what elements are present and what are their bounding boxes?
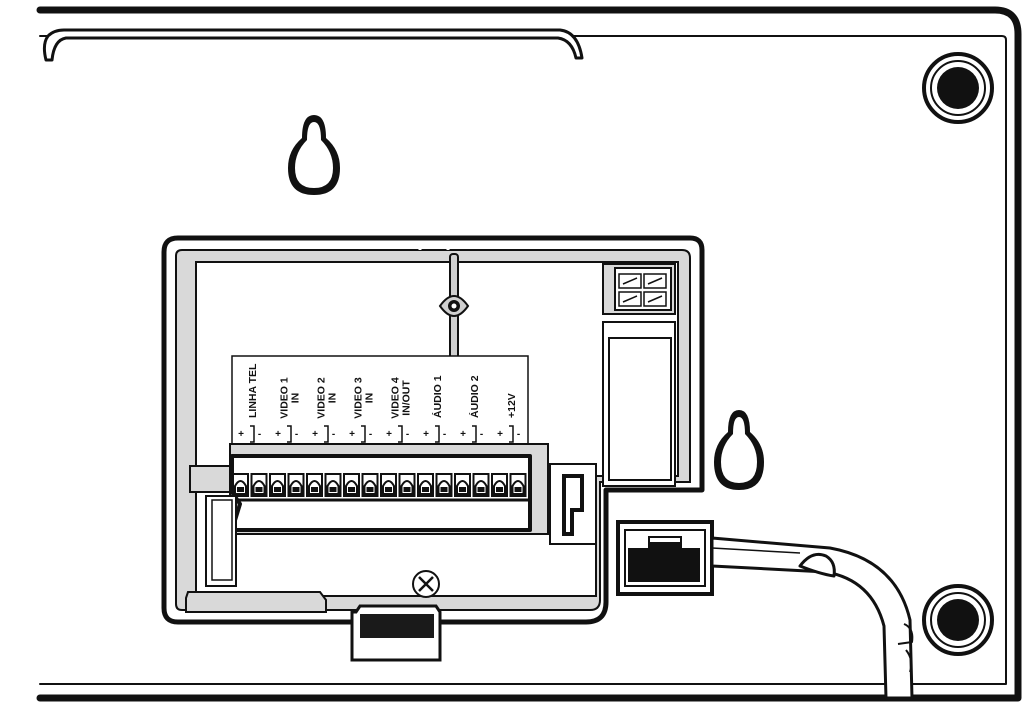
terminal-screw bbox=[435, 473, 453, 497]
terminal-group: + - ÁUDIO 2 bbox=[460, 375, 483, 443]
bottom-ledge bbox=[185, 591, 327, 613]
terminal-bracket bbox=[435, 425, 440, 443]
terminal-screw bbox=[232, 473, 249, 497]
terminal-group: + - ÁUDIO 1 bbox=[423, 375, 446, 443]
polarity-minus: - bbox=[295, 429, 298, 440]
housing bbox=[36, 6, 1022, 702]
terminal-label: +12V bbox=[506, 393, 518, 418]
terminal-screw bbox=[491, 473, 508, 497]
terminal-screw bbox=[417, 473, 434, 497]
terminal-group: + - +12V bbox=[497, 393, 520, 443]
phone-jack bbox=[616, 520, 714, 596]
terminal-label: VIDEO 3 bbox=[353, 377, 365, 419]
left-rail bbox=[205, 495, 237, 587]
foot-top-right bbox=[922, 52, 994, 124]
terminal-bracket bbox=[287, 425, 292, 443]
terminal-label: IN/OUT bbox=[401, 380, 413, 416]
terminal-label: VIDEO 4 bbox=[390, 377, 402, 419]
terminal-label: ÁUDIO 1 bbox=[431, 375, 444, 418]
cover-screw bbox=[438, 253, 470, 361]
terminal-label: IN bbox=[290, 393, 302, 404]
terminal-screw bbox=[250, 473, 268, 497]
polarity-plus: + bbox=[460, 429, 466, 440]
terminal-label: IN bbox=[327, 393, 339, 404]
terminal-bracket bbox=[361, 425, 366, 443]
polarity-plus: + bbox=[275, 429, 281, 440]
polarity-plus: + bbox=[238, 429, 244, 440]
phone-cable bbox=[710, 536, 914, 700]
terminal-screw bbox=[343, 473, 360, 497]
label-card bbox=[231, 355, 529, 449]
terminal-screw bbox=[287, 473, 305, 497]
polarity-plus: + bbox=[497, 429, 503, 440]
terminal-screw bbox=[306, 473, 323, 497]
polarity-plus: + bbox=[312, 429, 318, 440]
terminal-screw bbox=[361, 473, 379, 497]
dip-switch bbox=[602, 263, 676, 315]
terminal-label: ÁUDIO 2 bbox=[468, 375, 481, 418]
side-module bbox=[602, 321, 676, 487]
terminal-label: VIDEO 1 bbox=[279, 377, 291, 419]
foot-bottom-right bbox=[922, 584, 994, 656]
terminal-bracket bbox=[324, 425, 329, 443]
terminal-screw bbox=[454, 473, 471, 497]
terminal-screw bbox=[509, 473, 527, 497]
terminal-screw bbox=[324, 473, 342, 497]
terminal-bracket bbox=[472, 425, 477, 443]
terminal-group: + - LINHA TEL bbox=[238, 363, 261, 443]
terminal-screw bbox=[380, 473, 397, 497]
terminal-block bbox=[189, 443, 597, 545]
polarity-plus: + bbox=[423, 429, 429, 440]
screw-row bbox=[232, 473, 527, 497]
polarity-minus: - bbox=[332, 429, 335, 440]
polarity-minus: - bbox=[480, 429, 483, 440]
polarity-minus: - bbox=[406, 429, 409, 440]
terminal-label: VIDEO 2 bbox=[316, 377, 328, 419]
terminal-screw bbox=[269, 473, 286, 497]
polarity-minus: - bbox=[258, 429, 261, 440]
bottom-screw bbox=[412, 570, 440, 598]
polarity-plus: + bbox=[349, 429, 355, 440]
terminal-label: IN bbox=[364, 393, 376, 404]
polarity-plus: + bbox=[386, 429, 392, 440]
terminal-screw bbox=[398, 473, 416, 497]
top-rail bbox=[42, 28, 584, 62]
terminal-bracket bbox=[509, 425, 514, 443]
polarity-minus: - bbox=[369, 429, 372, 440]
keyhole-right bbox=[714, 410, 764, 490]
terminal-bracket bbox=[250, 425, 255, 443]
terminal-label: LINHA TEL bbox=[247, 363, 259, 418]
terminal-bracket bbox=[398, 425, 403, 443]
terminal-screw bbox=[472, 473, 490, 497]
cover-latch bbox=[350, 604, 442, 662]
polarity-minus: - bbox=[517, 429, 520, 440]
polarity-minus: - bbox=[443, 429, 446, 440]
keyhole-top bbox=[288, 115, 340, 195]
